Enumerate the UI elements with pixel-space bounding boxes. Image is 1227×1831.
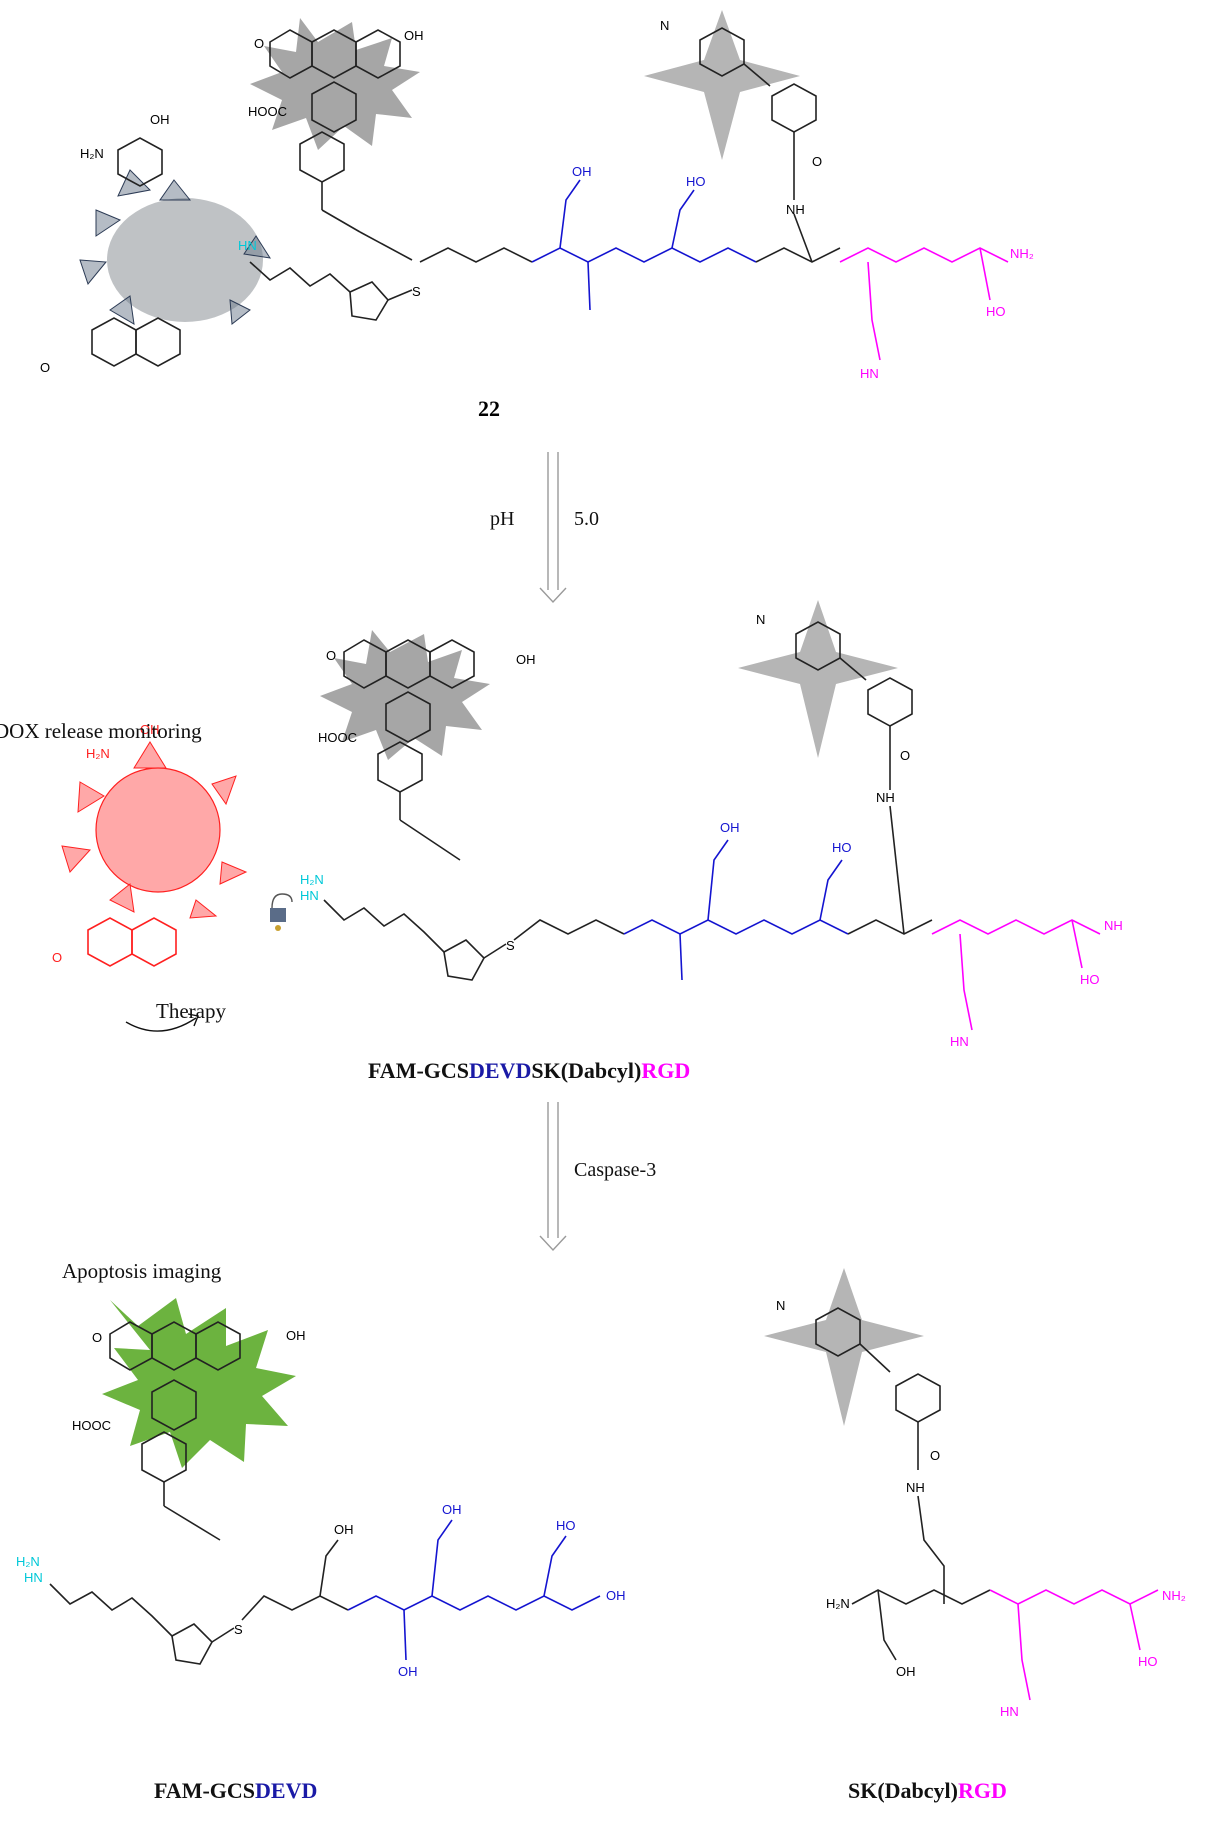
dabcyl-nme2-middle: N	[756, 612, 765, 627]
fam-cooh-middle: HOOC	[318, 730, 357, 745]
fam-oh-middle: OH	[516, 652, 536, 667]
dabcyl-nme2-bottom: N	[776, 1298, 785, 1313]
fam-burst-top	[250, 18, 420, 150]
probe-middle: O OH HOOC N O NH H₂N HN S OH HO HN NH HO	[300, 600, 1123, 1049]
dox-release-label: DOX release monitoring	[0, 719, 202, 743]
bottom-left-product-part-0: FAM-GCS	[154, 1778, 255, 1803]
dabcyl-o-bottom: O	[930, 1448, 940, 1463]
arg-guanidine-middle: HN	[950, 1034, 969, 1049]
bottom-left-product-part-1: DEVD	[255, 1778, 317, 1803]
dabcyl-rings-top	[699, 27, 817, 200]
asp-side-oh-bottom: OH	[398, 1664, 418, 1679]
dabcyl-o-middle: O	[900, 748, 910, 763]
c-term-oh-bottom: OH	[606, 1588, 626, 1603]
dabcyl-star-bottom	[764, 1268, 924, 1426]
dabcyl-nh-top: NH	[786, 202, 805, 217]
glu-oh-top: OH	[572, 164, 592, 179]
c-term-nh2-bottom: NH₂	[1162, 1588, 1186, 1603]
arrow1-right-label: 5.0	[574, 508, 599, 530]
dox-ome-top: O	[40, 360, 50, 375]
dox-h2n-top: H₂N	[80, 146, 104, 161]
fam-gcsdevd: O OH HOOC H₂N HN S OH HO OH OH OH	[16, 1298, 626, 1679]
fam-o-left: O	[254, 36, 264, 51]
apoptosis-label: Apoptosis imaging	[62, 1259, 222, 1283]
asp-rgd-oh-top: HO	[986, 304, 1006, 319]
arrow-ph: pH 5.0	[490, 452, 599, 604]
asp-oh-bottom: HO	[556, 1518, 576, 1533]
dox-core-top	[107, 198, 263, 322]
dabcyl-nme2-top: N	[660, 18, 669, 33]
ser-oh-bottom: OH	[334, 1522, 354, 1537]
dox-triangles-top	[79, 169, 272, 325]
hydrazide-hn-bottom: HN	[24, 1570, 43, 1585]
compound-22-label: 22	[478, 396, 500, 421]
sk-dabcyl-rgd: N O NH H₂N OH HN NH₂ HO	[764, 1268, 1186, 1719]
bottom-right-product-part-0: SK(Dabcyl)	[848, 1778, 958, 1803]
hydrazide-h2n-bottom: H₂N	[16, 1554, 40, 1569]
unlock-icon	[270, 893, 293, 931]
dox-oh-free: OH	[140, 722, 160, 737]
bottom-left-product-label: FAM-GCSDEVD	[154, 1778, 317, 1803]
asp-oh-middle: HO	[832, 840, 852, 855]
hydrazone-n-top: HN	[238, 238, 257, 253]
dabcyl-star-middle	[738, 600, 898, 758]
backbone-sk-top	[755, 247, 841, 263]
dabcyl-nh-middle: NH	[876, 790, 895, 805]
therapy-arrow	[125, 1013, 199, 1032]
dabcyl-nh-bottom: NH	[906, 1480, 925, 1495]
therapy-label: Therapy	[156, 999, 226, 1023]
c-term-nh2-middle: NH	[1104, 918, 1123, 933]
bottom-right-product-part-1: RGD	[958, 1778, 1007, 1803]
arrow1-left-label: pH	[490, 508, 514, 530]
fam-o-middle: O	[326, 648, 336, 663]
arg-guanidine-top: HN	[860, 366, 879, 381]
released-dox: H₂N OH O	[52, 722, 248, 967]
dox-skeleton-top	[91, 137, 181, 367]
asp-rgd-oh-middle: HO	[1080, 972, 1100, 987]
c-term-nh2-top: NH₂	[1010, 246, 1034, 261]
middle-product-part-1: DEVD	[469, 1058, 531, 1083]
dox-h2n-free: H₂N	[86, 746, 110, 761]
thioether-s-middle: S	[506, 938, 515, 953]
fam-burst-middle	[320, 630, 490, 760]
backbone-gcs-top	[419, 247, 533, 263]
fam-oh-right: OH	[404, 28, 424, 43]
dabcyl-star-top	[644, 10, 800, 160]
backbone-devd-top	[531, 247, 757, 263]
dox-oh-sugar-top: OH	[150, 112, 170, 127]
fam-oh-active: OH	[286, 1328, 306, 1343]
fam-cooh-active: HOOC	[72, 1418, 111, 1433]
fam-burst-active	[102, 1298, 296, 1468]
asp-oh-top: HO	[686, 174, 706, 189]
glu-oh-bottom: OH	[442, 1502, 462, 1517]
compound-22: O OH HOOC N O NH H₂	[40, 10, 1034, 421]
dabcyl-o-top: O	[812, 154, 822, 169]
hydrazide-hn-middle: HN	[300, 888, 319, 903]
middle-product-part-0: FAM-GCS	[368, 1058, 469, 1083]
arg-guanidine-bottom: HN	[1000, 1704, 1019, 1719]
fam-rings-top	[269, 29, 401, 210]
middle-product-part-3: RGD	[641, 1058, 690, 1083]
bottom-right-product-label: SK(Dabcyl)RGD	[848, 1778, 1007, 1803]
middle-product-part-2: SK(Dabcyl)	[531, 1058, 641, 1083]
thioether-s-top: S	[412, 284, 421, 299]
dox-ome-free: O	[52, 950, 62, 965]
asp-rgd-oh-bottom: HO	[1138, 1654, 1158, 1669]
arrow-caspase: Caspase-3	[539, 1102, 656, 1252]
fam-o-active: O	[92, 1330, 102, 1345]
glu-oh-middle: OH	[720, 820, 740, 835]
middle-product-label: FAM-GCSDEVDSK(Dabcyl)RGD	[368, 1058, 690, 1083]
n-term-h2n-bottom: H₂N	[826, 1596, 850, 1611]
side-chains-top	[559, 179, 991, 361]
hydrazide-h2n-middle: H₂N	[300, 872, 324, 887]
fam-cooh: HOOC	[248, 104, 287, 119]
arrow2-right-label: Caspase-3	[574, 1159, 656, 1181]
linker-top	[249, 209, 413, 321]
thioether-s-bottom: S	[234, 1622, 243, 1637]
ser-oh-right: OH	[896, 1664, 916, 1679]
